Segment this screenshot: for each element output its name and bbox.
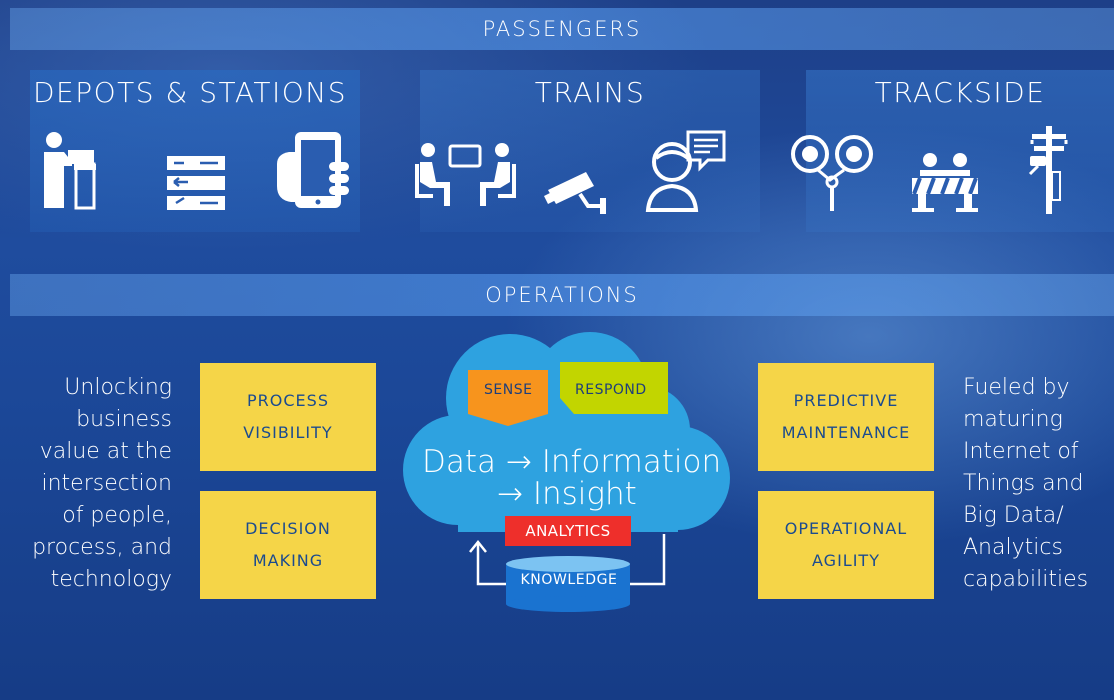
cloud-shape — [403, 332, 730, 536]
analytics-label: ANALYTICS — [525, 522, 611, 540]
box-line: VISIBILITY — [243, 423, 333, 442]
left-statement-line: of people, — [62, 503, 172, 528]
right-statement-line: maturing — [963, 407, 1063, 432]
signage-icon — [167, 156, 225, 210]
depots-stations-title: DEPOTS & STATIONS — [33, 76, 347, 109]
railway-signal-icon — [791, 135, 873, 211]
left-statement: Unlocking business value at the intersec… — [0, 372, 172, 596]
trackside-panel: TRACKSIDE — [791, 70, 1114, 232]
box-line: PROCESS — [247, 391, 329, 410]
right-statement: Fueled by maturing Internet of Things an… — [963, 372, 1113, 596]
passengers-band: PASSENGERS — [10, 8, 1114, 50]
knowledge-label: KNOWLEDGE — [520, 572, 618, 588]
feedback-arrow-left — [476, 542, 512, 586]
trackside-title: TRACKSIDE — [874, 76, 1046, 109]
depots-stations-panel: DEPOTS & STATIONS — [30, 70, 360, 232]
box-line: PREDICTIVE — [793, 391, 899, 410]
feedback-arrow-right — [630, 534, 666, 586]
sense-label: SENSE — [484, 382, 533, 398]
left-statement-line: value at the — [39, 439, 172, 464]
operational-agility-box: OPERATIONAL AGILITY — [758, 491, 934, 599]
operations-label: OPERATIONS — [485, 283, 639, 307]
trains-title: TRAINS — [534, 76, 646, 109]
customer-service-icon — [645, 130, 726, 212]
right-statement-line: Internet of — [963, 439, 1079, 464]
data-cloud-diagram — [403, 332, 730, 612]
predictive-maintenance-box: PREDICTIVE MAINTENANCE — [758, 363, 934, 471]
right-statement-line: Things and — [963, 471, 1084, 496]
analytics-box: ANALYTICS — [505, 516, 631, 546]
right-statement-line: Analytics — [963, 535, 1063, 560]
box-line: AGILITY — [812, 551, 880, 570]
knowledge-database-icon — [506, 556, 630, 612]
insight-text: → Insight — [497, 476, 637, 512]
left-statement-line: Unlocking — [64, 375, 172, 400]
left-statement-line: business — [76, 407, 172, 432]
operations-band: OPERATIONS — [10, 274, 1114, 316]
security-camera-icon — [544, 172, 606, 214]
right-statement-line: capabilities — [963, 567, 1089, 592]
track-workers-icon — [912, 153, 978, 212]
smartphone-icon — [277, 132, 349, 208]
box-line: MAINTENANCE — [781, 423, 911, 442]
box-line: DECISION — [245, 519, 331, 538]
box-line: MAKING — [252, 551, 324, 570]
utility-pole-icon — [1028, 126, 1068, 214]
sense-shape — [468, 370, 548, 426]
left-statement-line: process, and — [32, 535, 172, 560]
respond-label: RESPOND — [575, 382, 647, 398]
kiosk-icon — [44, 132, 96, 210]
decision-making-box: DECISION MAKING — [200, 491, 376, 599]
seated-passengers-icon — [415, 143, 516, 206]
left-statement-line: technology — [50, 567, 172, 592]
arrow-up-icon — [469, 539, 487, 553]
box-line: OPERATIONAL — [784, 519, 908, 538]
right-statement-line: Fueled by — [963, 375, 1070, 400]
process-visibility-box: PROCESS VISIBILITY — [200, 363, 376, 471]
right-statement-line: Big Data/ — [963, 503, 1064, 528]
respond-shape — [560, 362, 668, 414]
trains-panel: TRAINS — [415, 70, 760, 232]
left-statement-line: intersection — [41, 471, 173, 496]
passengers-label: PASSENGERS — [482, 17, 642, 41]
data-information-text: Data → Information — [422, 444, 722, 480]
